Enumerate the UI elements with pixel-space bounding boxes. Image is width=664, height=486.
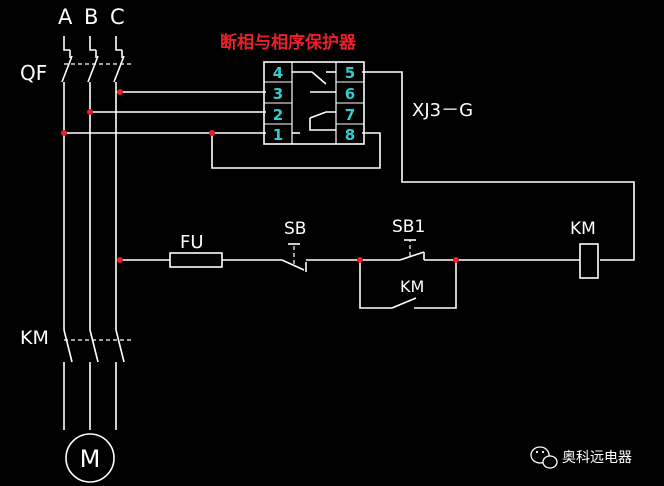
relay-pin-8: 8: [345, 126, 355, 144]
relay-pin-5: 5: [345, 64, 355, 82]
coil-km: [579, 243, 599, 279]
watermark: 奥科远电器: [530, 446, 632, 469]
phase-terminals: [63, 36, 122, 51]
wechat-icon: [530, 446, 558, 469]
watermark-text: 奥科远电器: [562, 449, 632, 466]
start-button-label: SB1: [392, 217, 425, 237]
relay-pin-6: 6: [345, 85, 355, 103]
motor-label: M: [80, 445, 101, 473]
relay-pin-1: 1: [273, 126, 283, 144]
relay-model: XJ3－G: [412, 100, 473, 121]
start-button-sb1: [399, 239, 425, 261]
relay-pin-4: 4: [273, 64, 283, 82]
stop-button-label: SB: [284, 219, 306, 239]
relay-pin-3: 3: [273, 85, 283, 103]
control-circuit: [120, 259, 580, 309]
relay-title: 断相与相序保护器: [220, 32, 357, 53]
motor-leads: [63, 362, 117, 430]
relay-feed-wires: [64, 71, 635, 261]
hold-contact-km: [391, 297, 417, 309]
phase-sequence-relay: [263, 61, 365, 145]
breaker-label: QF: [20, 61, 47, 85]
contactor-km: [63, 329, 134, 363]
stop-button-sb: [281, 243, 307, 272]
phase-label-a: A: [58, 5, 73, 29]
contactor-label: KM: [20, 327, 49, 349]
phase-lines: [63, 82, 117, 330]
phase-label-c: C: [110, 5, 125, 29]
fuse-label: FU: [180, 232, 204, 253]
fuse-fu: [169, 252, 223, 268]
relay-pin-7: 7: [345, 106, 355, 124]
phase-label-b: B: [84, 5, 98, 29]
relay-pin-2: 2: [273, 106, 283, 124]
coil-label: KM: [570, 219, 596, 239]
hold-contact-label: KM: [400, 277, 424, 296]
breaker-qf: [61, 50, 134, 83]
motor: [65, 433, 115, 483]
